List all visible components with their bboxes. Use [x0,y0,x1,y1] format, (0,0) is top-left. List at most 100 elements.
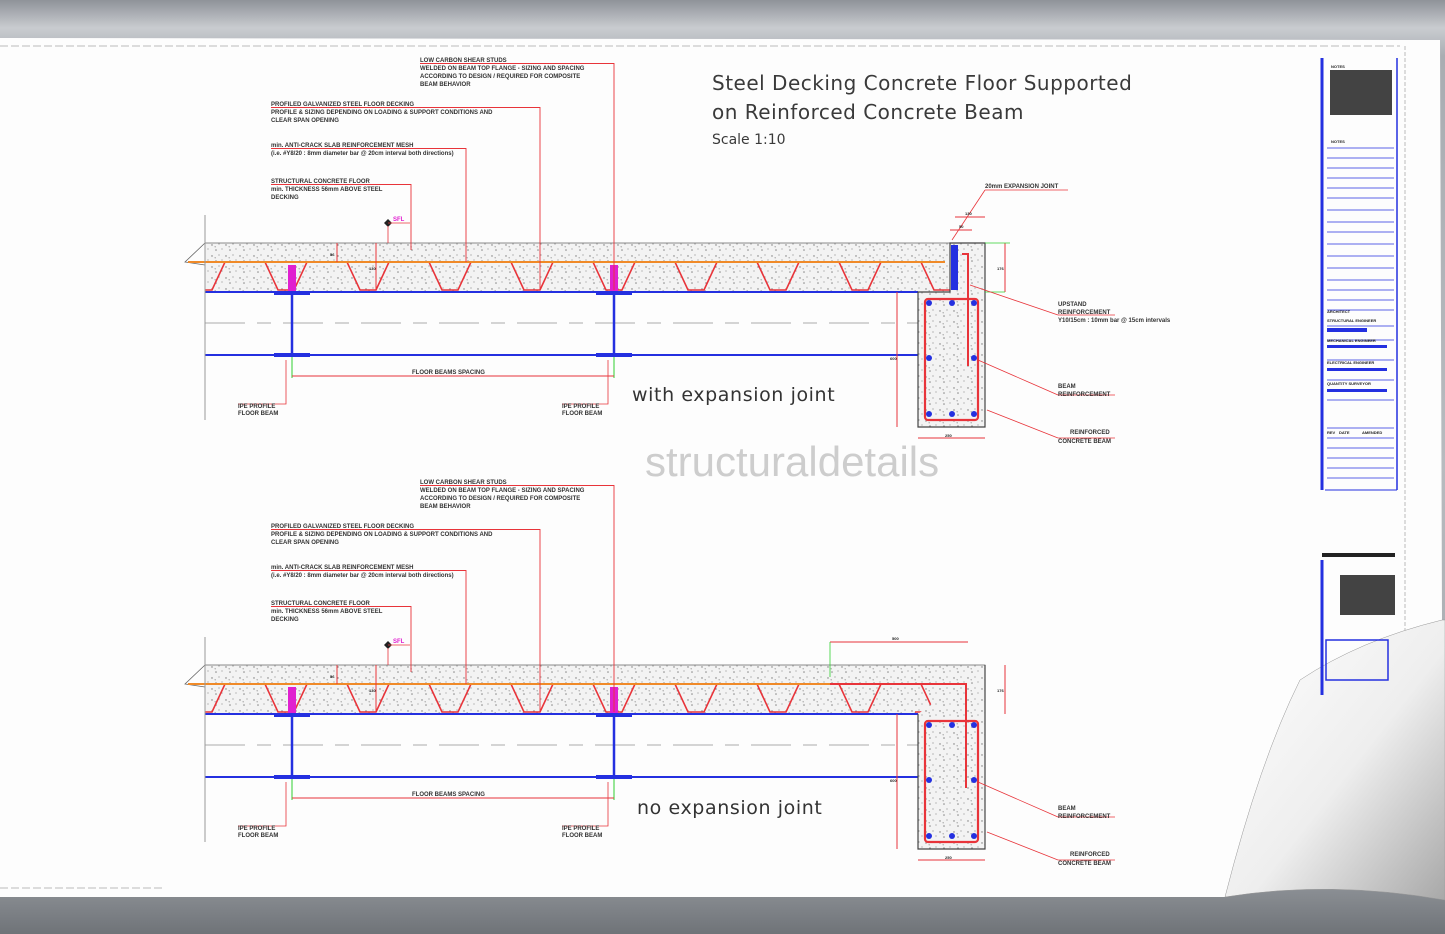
upstand-label-2: REINFORCEMENT [1058,310,1111,316]
mesh-leader [271,148,467,262]
tb-structural: STRUCTURAL ENGINEER [1327,318,1376,323]
rebar [926,300,932,306]
slab-break-line [184,664,206,688]
beam-reinf-leader [977,359,1059,396]
studs-leader [420,63,615,290]
upstand-label-3: Y10/15cm : 10mm bar @ 15cm intervals [1058,318,1171,324]
ipe-label-1: IPE PROFILE [238,826,275,832]
title-block [1320,58,1398,491]
page-curl [1224,619,1445,901]
rebar [949,722,955,728]
beam-reinf-label-2: REINFORCEMENT [1058,392,1111,398]
concrete-note-3: DECKING [271,195,299,201]
studs-note-4: BEAM BEHAVIOR [420,82,471,88]
section-caption: with expansion joint [632,384,835,406]
sfl-label: SFL [393,217,405,223]
rebar [971,777,977,783]
beam-width-label: 250 [945,855,952,860]
rc-beam-leader [986,831,1059,861]
rc-beam-label-1: REINFORCED [1070,430,1110,436]
studs-note-3: ACCORDING TO DESIGN / REQUIRED FOR COMPO… [420,496,580,502]
expansion-joint-filler [951,245,958,290]
decking-note-1: PROFILED GALVANIZED STEEL FLOOR DECKING [271,102,414,108]
mesh-note-1: min. ANTI-CRACK SLAB REINFORCEMENT MESH [271,143,413,149]
decking-leader [271,107,541,290]
beam-stirrup [923,719,980,844]
tb-date: DATE [1339,430,1350,435]
shear-stud [288,687,296,713]
beam-stirrup [923,297,980,422]
tb-notes-2: NOTES [1331,139,1345,144]
expansion-joint-leader [951,189,986,241]
rebar [971,355,977,361]
rebar [971,833,977,839]
hooked-top-bar [830,683,967,788]
slab-thickness-label: 56 [330,674,335,679]
studs-note-4: BEAM BEHAVIOR [420,504,471,510]
scale-label: Scale 1:10 [712,132,786,148]
studs-note-1: LOW CARBON SHEAR STUDS [420,58,507,64]
beam-depth-label: 600 [890,778,897,783]
upstand-label-1: UPSTAND [1058,302,1087,308]
mesh-leader [271,570,467,684]
rc-beam [917,665,986,850]
rc-beam-label-2: CONCRETE BEAM [1058,439,1111,445]
joint-width-label: 130 [965,211,972,216]
rc-beam-leader [986,409,1059,439]
rebar [926,833,932,839]
rebar [971,722,977,728]
ipe-label-1: IPE PROFILE [562,826,599,832]
rc-beam-label-2: CONCRETE BEAM [1058,861,1111,867]
tb-electrical: ELECTRICAL ENGINEER [1327,360,1374,365]
title-block-lower [1320,553,1395,695]
rebar [949,411,955,417]
tb-amended: AMENDED [1362,430,1382,435]
floor-beams-spacing-label: FLOOR BEAMS SPACING [412,370,485,376]
rebar [926,411,932,417]
ipe-label-2: FLOOR BEAM [562,833,602,839]
upstand-leader [969,284,1059,316]
floor-beams-spacing-label: FLOOR BEAMS SPACING [412,792,485,798]
beam-reinf-label-1: BEAM [1058,384,1076,390]
upstand-bar [962,253,969,366]
rebar [926,355,932,361]
concrete-note-1: STRUCTURAL CONCRETE FLOOR [271,601,371,607]
decking-note-2: PROFILE & SIZING DEPENDING ON LOADING & … [271,110,493,116]
beam-reinf-label-1: BEAM [1058,806,1076,812]
rebar [949,833,955,839]
ipe-label-1: IPE PROFILE [562,404,599,410]
beam-reinf-leader [977,781,1059,818]
decking-note-2: PROFILE & SIZING DEPENDING ON LOADING & … [271,532,493,538]
decking-note-3: CLEAR SPAN OPENING [271,540,339,546]
tb-architect: ARCHITECT [1327,309,1351,314]
studs-note-2: WELDED ON BEAM TOP FLANGE - SIZING AND S… [420,488,585,494]
rc-beam-label-1: REINFORCED [1070,852,1110,858]
upstand-height-label: 176 [997,266,1004,271]
ipe-label-2: FLOOR BEAM [238,833,278,839]
rebar [926,722,932,728]
rebar [971,300,977,306]
thickening-label: 500 [892,636,899,641]
mesh-note-1: min. ANTI-CRACK SLAB REINFORCEMENT MESH [271,565,413,571]
decking-note-3: CLEAR SPAN OPENING [271,118,339,124]
ipe-label-2: FLOOR BEAM [562,411,602,417]
sfl-label: SFL [393,639,405,645]
title-line-2: on Reinforced Concrete Beam [712,100,1024,124]
studs-leader [420,485,615,712]
beam-depth-label: 600 [890,356,897,361]
ipe-label-2: FLOOR BEAM [238,411,278,417]
tb-notes-1: NOTES [1331,64,1345,69]
ipe-label-1: IPE PROFILE [238,404,275,410]
concrete-leader [271,184,412,250]
concrete-note-1: STRUCTURAL CONCRETE FLOOR [271,179,371,185]
expansion-joint-label: 20mm EXPANSION JOINT [985,184,1059,190]
concrete-note-2: min. THICKNESS 56mm ABOVE STEEL [271,187,383,193]
ipe-leader [238,360,287,405]
rebar [949,300,955,306]
slab-break-line [184,242,206,266]
decking-note-1: PROFILED GALVANIZED STEEL FLOOR DECKING [271,524,414,530]
total-thickness-label: 130 [369,266,376,271]
